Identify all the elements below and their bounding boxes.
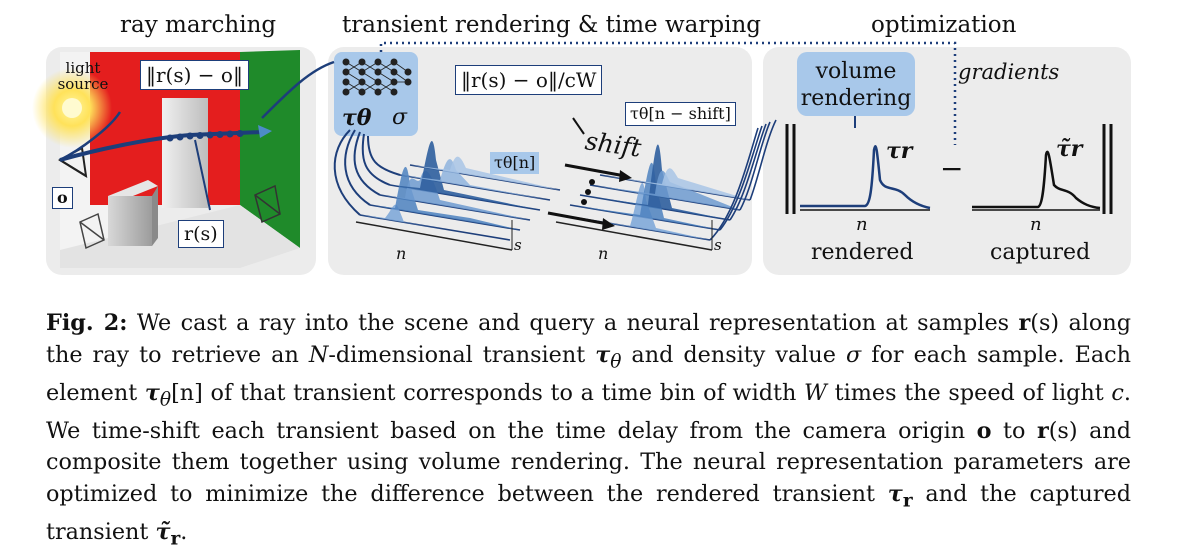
cube: [108, 196, 152, 246]
camera-icon-3: [254, 184, 281, 224]
captured-transient-plot: [972, 150, 1101, 211]
figure-caption: Fig. 2: We cast a ray into the scene and…: [46, 310, 1132, 550]
tau-n-label: τθ[n]: [490, 152, 540, 174]
caption-text-11: and the captured transient: [46, 480, 1131, 545]
volume-rendering-label: volume rendering: [797, 58, 915, 112]
caption-tau-r-tilde: τ̃: [155, 518, 171, 545]
n-captured-label: n: [1030, 214, 1042, 235]
scaled-norm-pointer: [572, 117, 585, 135]
transient-stack-right: [555, 119, 777, 251]
caption-text-12: .: [180, 518, 188, 545]
rendered-transient-curve: [800, 145, 931, 210]
title-optimization: optimization: [871, 12, 1017, 38]
rendered-transient-plot: [800, 145, 931, 211]
caption-text-9: to: [991, 417, 1037, 444]
norm-label: ‖r(s) − o‖: [140, 60, 249, 90]
tau-shift-label: τθ[n − shift]: [625, 102, 736, 126]
caption-c: c: [1111, 379, 1124, 406]
caption-text-8: . We time-shift each transient based on …: [46, 379, 1132, 444]
volume-rendering-line2: rendering: [800, 86, 912, 111]
ray-arrowhead: [258, 125, 272, 138]
caption-sigma: σ: [845, 341, 862, 368]
minus-sign: −: [940, 152, 964, 185]
caption-text-10: (s) and composite them together using vo…: [46, 417, 1131, 507]
tau-theta-label: τθ: [342, 105, 372, 131]
ray-samples: [166, 130, 244, 142]
camera-icon-2: [79, 212, 105, 250]
n-rendered-label: n: [856, 214, 868, 235]
title-transient-rendering: transient rendering & time warping: [342, 12, 761, 38]
captured-label: captured: [990, 240, 1091, 265]
volume-rendering-line1: volume: [815, 59, 897, 84]
tau-r-tilde-label: τ̃r: [1056, 136, 1083, 162]
figure: ray marching transient rendering & time …: [32, 12, 1131, 275]
s-axis-label-left: s: [514, 236, 522, 254]
gradients-label: gradients: [958, 60, 1060, 84]
caption-text-2: (s) along the ray to retrieve an: [46, 310, 1131, 368]
caption-text-5: for each sample. Each element: [46, 341, 1131, 406]
scaled-norm-label: ‖r(s) − o‖/cW: [455, 65, 603, 95]
sigma-label: σ: [392, 105, 408, 130]
ray-line: [59, 130, 263, 162]
caption-tau-2: τ: [144, 379, 160, 406]
network-nodes: [342, 58, 412, 96]
title-ray-marching: ray marching: [120, 12, 277, 38]
green-wall: [240, 50, 300, 248]
gradient-path: [379, 41, 957, 145]
caption-rs-2: r: [1036, 417, 1049, 444]
norm-bars: [785, 124, 1113, 214]
s-axis-label-right: s: [714, 236, 722, 254]
tall-box: [162, 98, 208, 208]
caption-tau-r: τ: [887, 480, 903, 507]
caption-text-6: [n] of that transient corresponds to a t…: [171, 379, 805, 406]
caption-o: o: [976, 417, 992, 444]
transient-stack-left: [333, 129, 561, 251]
captured-transient-curve: [972, 150, 1101, 210]
caption-rs-1: r: [1018, 310, 1031, 336]
caption-text-1: We cast a ray into the scene and query a…: [127, 310, 1019, 336]
caption-text-7: times the speed of light: [826, 379, 1112, 406]
caption-fig-label: Fig. 2:: [46, 310, 128, 336]
n-axis-label-left: n: [396, 244, 407, 263]
caption-W: W: [804, 379, 827, 406]
rendered-label: rendered: [811, 240, 914, 265]
tau-r-label: τr: [886, 138, 913, 164]
light-source-label: light source: [57, 59, 109, 93]
caption-text-3: -dimensional transient: [328, 341, 596, 368]
sample-label: r(s): [178, 220, 224, 248]
caption-text-4: and density value: [621, 341, 846, 368]
query-connector: [261, 60, 335, 119]
shift-arrows: [547, 163, 632, 230]
volume-rendering-box: [797, 52, 915, 116]
caption-N: N: [308, 341, 329, 368]
n-axis-label-right: n: [598, 244, 609, 263]
origin-label: o: [52, 187, 73, 209]
caption-tau-1: τ: [595, 341, 611, 368]
